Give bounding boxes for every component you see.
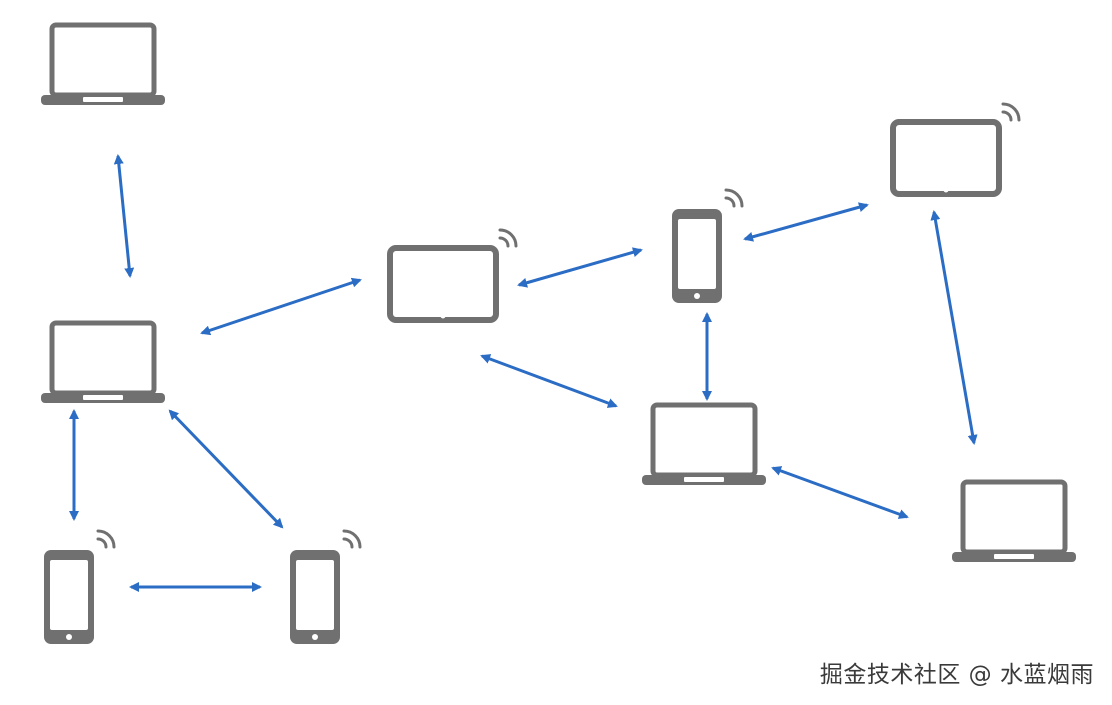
watermark-text: 掘金技术社区 @ 水蓝烟雨	[819, 662, 1094, 688]
link-laptop-center-right-to-laptop-bottom-right	[771, 466, 909, 519]
wifi-icon	[1001, 102, 1021, 122]
tablet-icon-tablet-top-right	[890, 102, 1021, 197]
wifi-icon	[96, 529, 116, 549]
laptop-icon-laptop-mid-left	[41, 320, 165, 403]
devices-layer	[41, 22, 1076, 644]
tablet-icon-tablet-center	[387, 228, 518, 323]
wifi-icon	[724, 188, 744, 208]
link-tablet-center-to-phone-center-right	[517, 247, 643, 288]
wifi-icon	[342, 529, 362, 549]
laptop-icon-laptop-center-right	[642, 402, 766, 485]
laptop-icon-laptop-top-left	[41, 22, 165, 105]
wifi-icon	[498, 228, 518, 248]
link-laptop-mid-left-to-tablet-center	[200, 277, 362, 336]
links-layer	[69, 154, 978, 592]
link-tablet-center-to-laptop-center-right	[480, 354, 618, 408]
link-phone-center-right-to-tablet-top-right	[743, 202, 869, 242]
phone-icon-phone-bottom-left	[44, 529, 116, 644]
link-tablet-top-right-to-laptop-bottom-right	[930, 210, 978, 445]
laptop-icon-laptop-bottom-right	[952, 479, 1076, 562]
link-laptop-mid-left-to-phone-bottom-mid	[168, 409, 284, 529]
phone-icon-phone-center-right	[672, 188, 744, 303]
phone-icon-phone-bottom-mid	[290, 529, 362, 644]
link-laptop-top-left-to-laptop-mid-left	[113, 154, 135, 278]
